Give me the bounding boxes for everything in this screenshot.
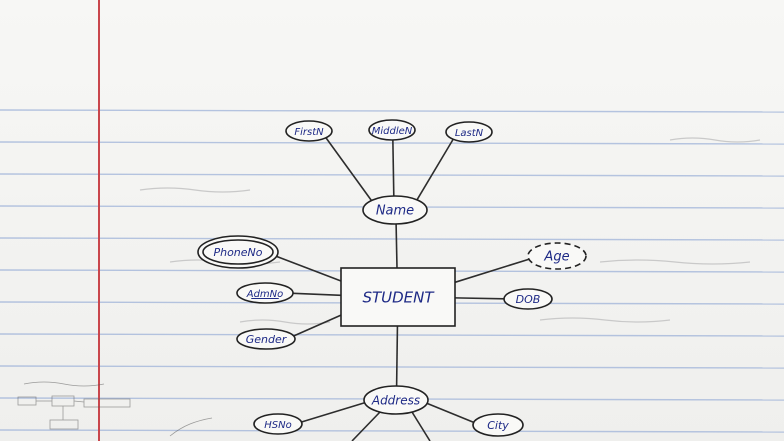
attribute-label: Gender xyxy=(246,333,288,346)
attribute-oval xyxy=(472,413,524,437)
attribute-oval xyxy=(362,195,428,225)
attribute-gender: Gender xyxy=(236,328,296,350)
attribute-label: Name xyxy=(376,204,414,219)
attribute-middlen: MiddleN xyxy=(368,119,416,141)
ruled-line xyxy=(0,237,784,241)
relationship-lines xyxy=(276,137,530,441)
attribute-age: Age xyxy=(527,242,587,270)
edge-address-hsno xyxy=(301,402,365,423)
ruled-line xyxy=(0,429,784,433)
attribute-oval xyxy=(503,288,553,310)
sketch-box xyxy=(83,398,131,408)
attribute-oval xyxy=(363,385,429,415)
attribute-oval xyxy=(285,120,333,142)
ruled-line xyxy=(0,173,784,177)
attribute-label: FirstN xyxy=(294,127,324,138)
attribute-label: City xyxy=(487,419,509,432)
entity-label: STUDENT xyxy=(362,289,435,307)
margin-sketch xyxy=(17,381,213,437)
attribute-oval xyxy=(236,328,296,350)
ruled-line xyxy=(0,109,784,113)
edge-student-dob xyxy=(454,297,505,300)
attribute-oval xyxy=(368,119,416,141)
attribute-label: MiddleN xyxy=(372,126,413,137)
edge-student-phoneno xyxy=(276,255,342,282)
entity-box xyxy=(340,267,456,327)
attribute-hsno: HSNo xyxy=(253,413,303,435)
attribute-name: Name xyxy=(362,195,428,225)
sketch-box xyxy=(49,419,79,430)
edge-name-middlen xyxy=(392,139,395,197)
bleed-through-mark xyxy=(239,319,331,325)
attribute-phoneno: PhoneNo xyxy=(197,235,279,269)
attribute-city: City xyxy=(472,413,524,437)
edge-address-offpage xyxy=(351,411,381,441)
bleed-through-mark xyxy=(599,259,751,265)
ruled-line xyxy=(0,333,784,337)
attribute-label: Age xyxy=(543,250,569,265)
edge-address-city xyxy=(426,402,475,424)
bleed-through-mark xyxy=(669,137,761,143)
edge-address-offpage xyxy=(411,411,431,441)
attribute-lastn: LastN xyxy=(445,121,493,143)
bleed-through-mark xyxy=(539,317,671,323)
sketch-line xyxy=(73,400,85,403)
attribute-label: PhoneNo xyxy=(213,246,262,259)
attribute-oval xyxy=(527,242,587,270)
bleed-through-marks xyxy=(139,137,761,325)
attribute-label: Address xyxy=(371,394,420,408)
edge-name-lastn xyxy=(416,138,454,201)
attribute-admno: AdmNo xyxy=(236,282,294,304)
edge-student-name xyxy=(395,223,398,269)
attribute-dob: DOB xyxy=(503,288,553,310)
attribute-label: LastN xyxy=(455,128,484,139)
ruled-line xyxy=(0,141,784,145)
edge-name-firstn xyxy=(325,137,373,201)
attribute-oval xyxy=(236,282,294,304)
edge-student-address xyxy=(395,325,399,387)
sketch-scribble xyxy=(169,417,213,437)
attribute-oval xyxy=(445,121,493,143)
edge-student-admno xyxy=(292,292,342,297)
attribute-firstn: FirstN xyxy=(285,120,333,142)
attribute-address: Address xyxy=(363,385,429,415)
attribute-oval xyxy=(253,413,303,435)
bleed-through-mark xyxy=(139,187,251,193)
entity-student: STUDENT xyxy=(340,267,456,327)
edge-student-gender xyxy=(293,314,342,337)
ruled-line xyxy=(0,365,784,369)
attribute-label: AdmNo xyxy=(246,289,284,300)
sketch-scribble xyxy=(23,381,105,387)
edge-student-age xyxy=(454,258,530,284)
attribute-label: HSNo xyxy=(264,420,291,431)
multivalued-inner-oval xyxy=(202,239,274,265)
attribute-label: DOB xyxy=(516,293,541,306)
